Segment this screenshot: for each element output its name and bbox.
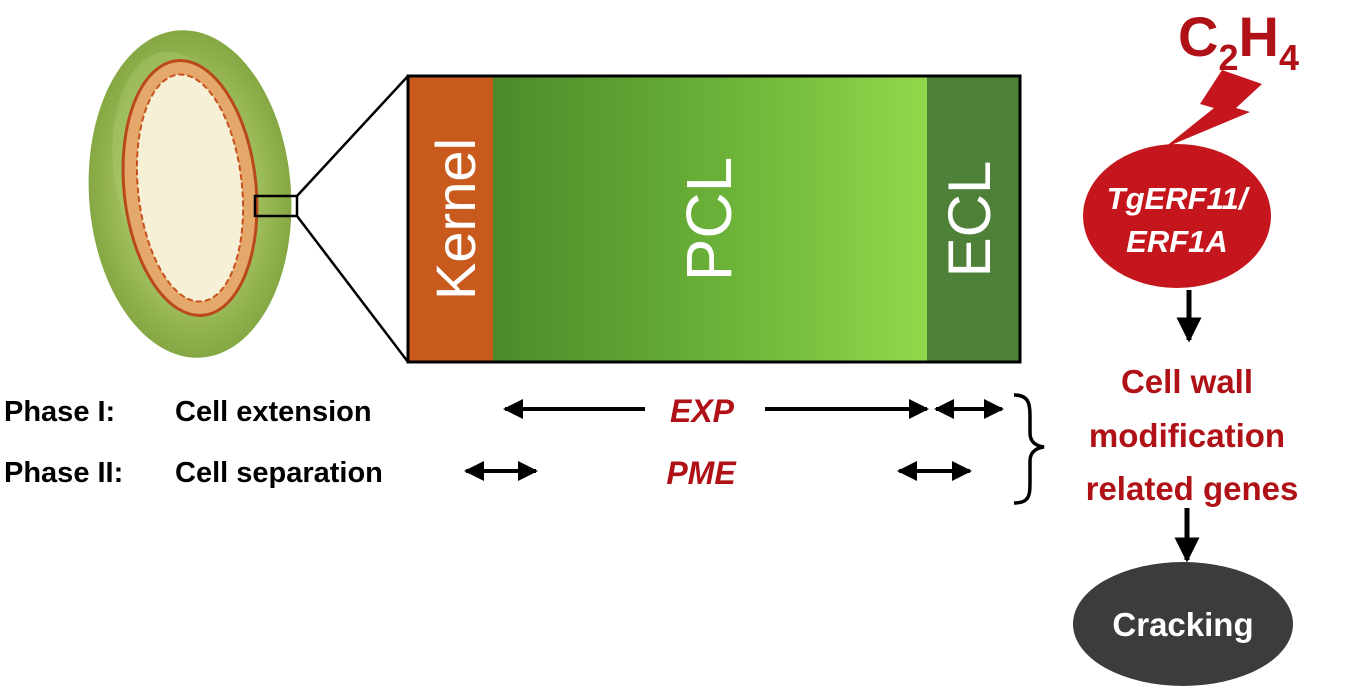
phase-1-process: Cell extension	[175, 396, 372, 428]
hormone-label: C2H4	[1178, 5, 1299, 78]
outcome-label: Cracking	[1112, 606, 1253, 643]
hormone-sub-2: 2	[1218, 37, 1238, 78]
pcl-label: PCL	[673, 157, 745, 282]
genes-line2: modification	[1089, 417, 1285, 454]
layer-block: Kernel PCL ECL	[406, 74, 1022, 364]
pme-gene-label: PME	[666, 455, 737, 491]
layer-block-border	[406, 74, 1022, 364]
phase-2-row: Phase II: Cell separation PME	[4, 455, 972, 491]
tf-label-line1: TgERF11/	[1107, 181, 1251, 216]
genes-line3: related genes	[1086, 470, 1299, 507]
hormone-sub-4: 4	[1279, 37, 1299, 78]
outcome-ellipse	[1073, 562, 1293, 686]
ecl-label: ECL	[936, 161, 1003, 278]
phase-1-row: Phase I: Cell extension EXP	[4, 393, 1004, 429]
hormone-h: H	[1238, 5, 1278, 68]
kernel-layer	[408, 76, 493, 362]
nut-kernel	[135, 73, 245, 303]
tf-ellipse	[1083, 144, 1271, 288]
genes-line1: Cell wall	[1121, 363, 1253, 400]
phase-1-label: Phase I:	[4, 396, 115, 428]
curly-brace	[1013, 393, 1045, 505]
zoom-box	[253, 194, 299, 218]
nut-cross-section-image	[88, 30, 299, 358]
ecl-layer	[927, 76, 1020, 362]
kernel-label: Kernel	[424, 138, 487, 300]
lightning-bolt-icon	[1164, 70, 1262, 148]
phase-2-label: Phase II:	[4, 457, 123, 489]
zoom-line-bottom	[296, 215, 409, 363]
svg-text:C2H4: C2H4	[1178, 5, 1299, 78]
tf-label-line2: ERF1A	[1126, 224, 1228, 259]
exp-gene-label: EXP	[670, 393, 735, 429]
phase-2-process: Cell separation	[175, 457, 383, 489]
pcl-layer	[493, 76, 927, 362]
hormone-c: C	[1178, 5, 1218, 68]
zoom-line-top	[296, 75, 409, 197]
